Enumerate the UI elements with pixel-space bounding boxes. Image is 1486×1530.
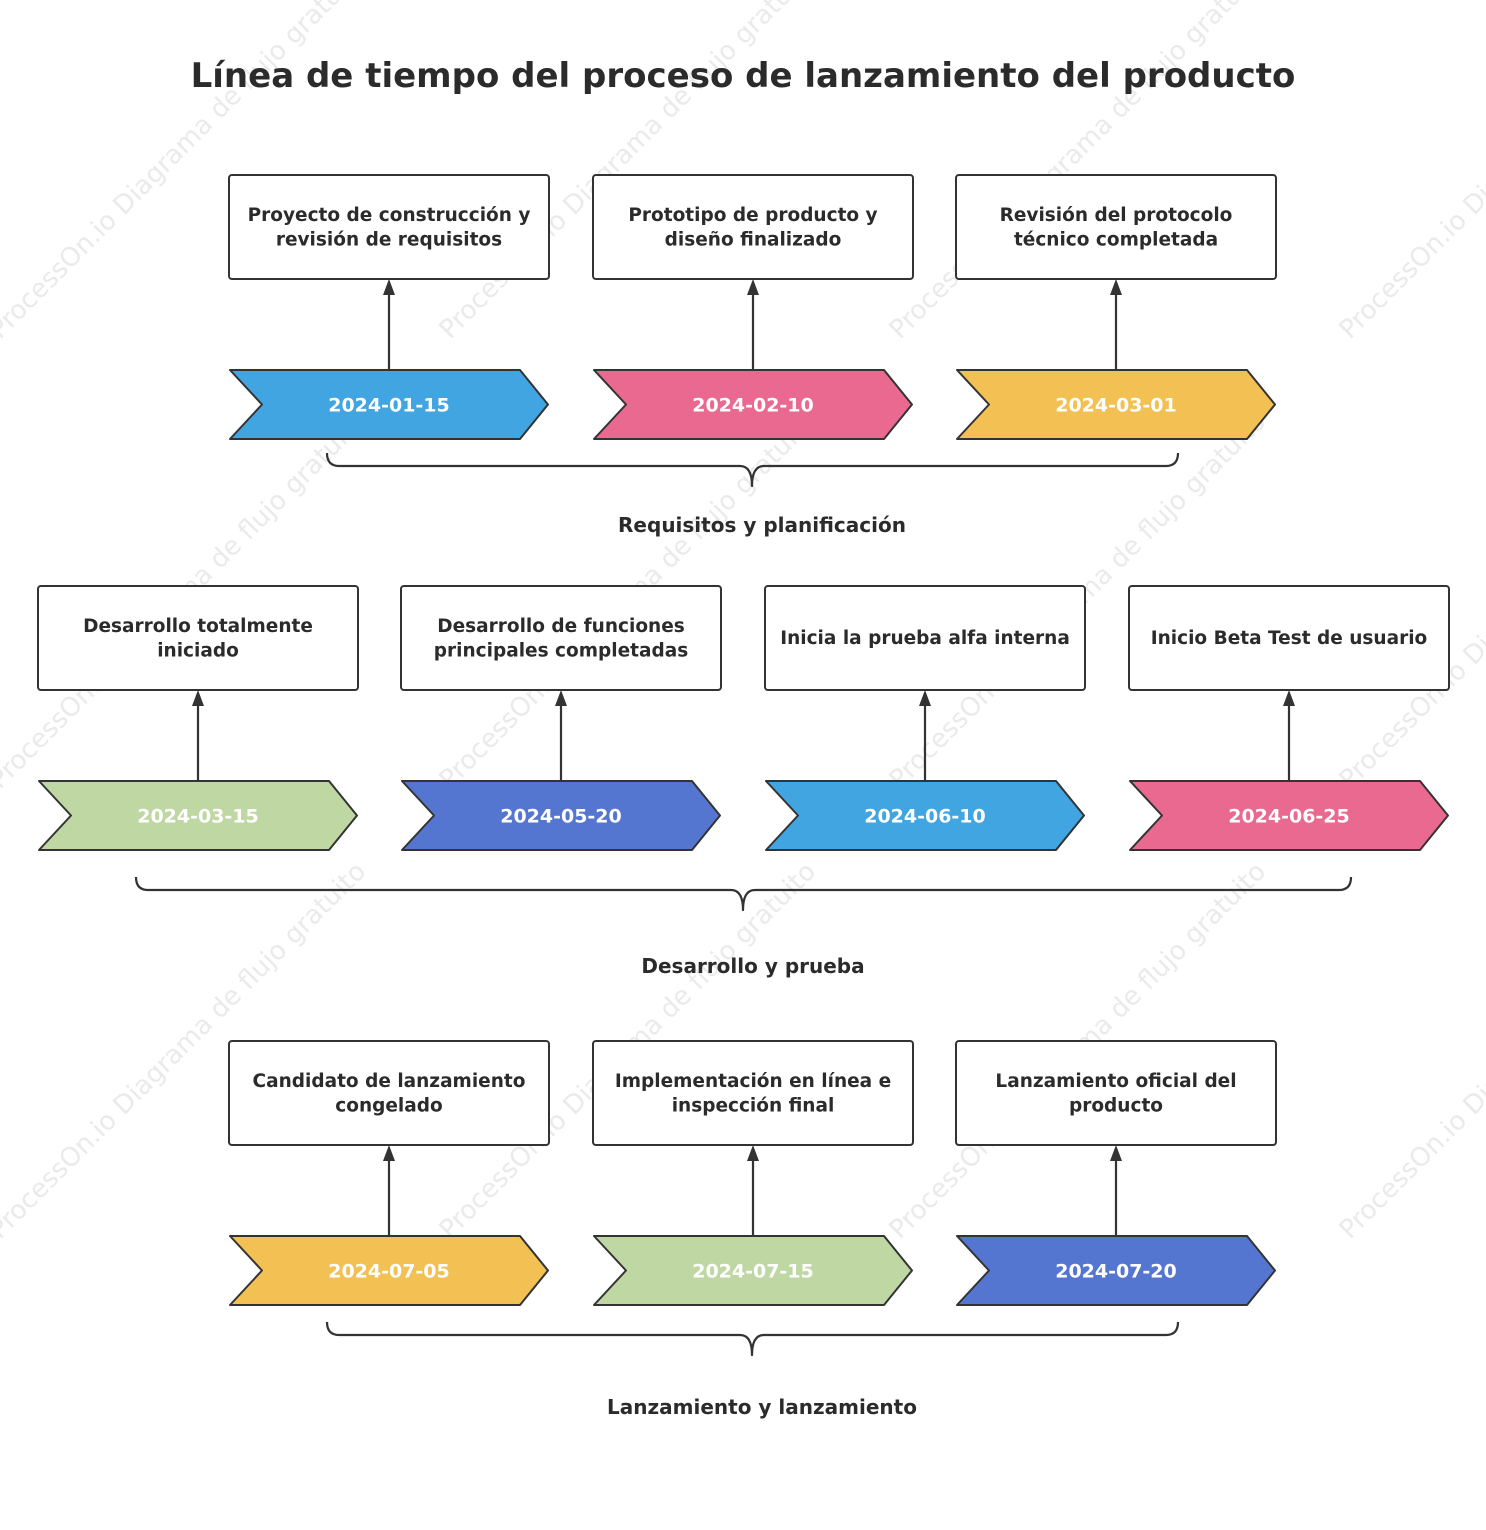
milestone-date: 2024-05-20 bbox=[500, 806, 622, 828]
date-chevron bbox=[38, 780, 358, 851]
phase-label: Lanzamiento y lanzamiento bbox=[607, 1395, 917, 1419]
arrow-up-icon bbox=[1110, 279, 1122, 295]
milestone-box bbox=[228, 174, 550, 280]
watermark-text: ProcessOn.io Diagrama de flujo gratuito bbox=[0, 0, 372, 345]
milestone: Inicia la prueba alfa interna 2024-06-10 bbox=[764, 585, 1086, 851]
milestone-description: principales completadas bbox=[434, 640, 688, 661]
page-title: Línea de tiempo del proceso de lanzamien… bbox=[191, 56, 1296, 96]
phase-label: Desarrollo y prueba bbox=[641, 954, 864, 978]
watermark-text: ProcessOn.io Diagrama de flujo gratuito bbox=[1334, 0, 1486, 345]
milestone-description: Proyecto de construcción y bbox=[248, 205, 531, 226]
date-chevron bbox=[1129, 780, 1449, 851]
arrow-up-icon bbox=[383, 279, 395, 295]
phase-label: Requisitos y planificación bbox=[618, 513, 906, 537]
milestone-box bbox=[37, 585, 359, 691]
milestone-date: 2024-03-15 bbox=[137, 806, 259, 828]
phase-group: Proyecto de construcción y revisión de re… bbox=[228, 174, 1277, 537]
milestone-description: Revisión del protocolo bbox=[1000, 205, 1233, 226]
date-chevron bbox=[956, 369, 1276, 440]
watermark-text: ProcessOn.io Diagrama de flujo gratuito bbox=[434, 0, 822, 345]
milestone-description: Inicio Beta Test de usuario bbox=[1151, 628, 1428, 649]
milestone: Proyecto de construcción y revisión de re… bbox=[228, 174, 550, 440]
arrow-up-icon bbox=[747, 279, 759, 295]
milestone-groups: Proyecto de construcción y revisión de re… bbox=[37, 174, 1450, 1419]
arrow-up-icon bbox=[555, 690, 567, 706]
milestone-description: Prototipo de producto y bbox=[628, 205, 877, 226]
milestone-description: diseño finalizado bbox=[665, 229, 842, 250]
milestone-description: Implementación en línea e bbox=[615, 1071, 891, 1092]
date-chevron bbox=[765, 780, 1085, 851]
watermark-text: ProcessOn.io Diagrama de flujo gratuito bbox=[1334, 857, 1486, 1245]
milestone-date: 2024-06-25 bbox=[1228, 806, 1350, 828]
milestone-date: 2024-03-01 bbox=[1055, 395, 1177, 417]
date-chevron bbox=[593, 369, 913, 440]
milestone-box bbox=[592, 1040, 914, 1146]
date-chevron bbox=[229, 1235, 549, 1306]
milestone: Prototipo de producto y diseño finalizado… bbox=[592, 174, 914, 440]
milestone-description: iniciado bbox=[157, 640, 239, 661]
milestone-date: 2024-07-20 bbox=[1055, 1261, 1177, 1283]
arrow-up-icon bbox=[919, 690, 931, 706]
milestone-description: inspección final bbox=[672, 1095, 835, 1116]
arrow-up-icon bbox=[1110, 1145, 1122, 1161]
milestone-box bbox=[400, 585, 722, 691]
milestone: Desarrollo totalmente iniciado 2024-03-15 bbox=[37, 585, 359, 851]
milestone-description: revisión de requisitos bbox=[276, 229, 502, 250]
milestone-box bbox=[955, 174, 1277, 280]
milestone-description: producto bbox=[1069, 1095, 1163, 1116]
group-brace bbox=[325, 1321, 1180, 1357]
arrow-up-icon bbox=[383, 1145, 395, 1161]
date-chevron bbox=[401, 780, 721, 851]
date-chevron bbox=[593, 1235, 913, 1306]
date-chevron bbox=[956, 1235, 1276, 1306]
milestone-description: Lanzamiento oficial del bbox=[995, 1071, 1236, 1092]
milestone-box bbox=[592, 174, 914, 280]
milestone-description: Desarrollo totalmente bbox=[83, 616, 313, 637]
milestone-date: 2024-07-05 bbox=[328, 1261, 450, 1283]
milestone-box bbox=[228, 1040, 550, 1146]
milestone-date: 2024-06-10 bbox=[864, 806, 986, 828]
watermark-text: ProcessOn.io Diagrama de flujo gratuito bbox=[884, 0, 1272, 345]
phase-group: Desarrollo totalmenteiniciado2024-03-15D… bbox=[37, 585, 1450, 978]
date-chevron bbox=[229, 369, 549, 440]
milestone: Inicio Beta Test de usuario 2024-06-25 bbox=[1128, 585, 1450, 851]
milestone-description: congelado bbox=[335, 1095, 442, 1116]
milestone-description: Inicia la prueba alfa interna bbox=[780, 628, 1070, 649]
milestone: Implementación en línea e inspección fina… bbox=[592, 1040, 914, 1306]
milestone-date: 2024-02-10 bbox=[692, 395, 814, 417]
milestone-date: 2024-01-15 bbox=[328, 395, 450, 417]
milestone: Lanzamiento oficial del producto 2024-07-2… bbox=[955, 1040, 1277, 1306]
milestone: Revisión del protocolo técnico completada… bbox=[955, 174, 1277, 440]
phase-group: Candidato de lanzamiento congelado 2024-07… bbox=[228, 1040, 1277, 1419]
arrow-up-icon bbox=[1283, 690, 1295, 706]
milestone: Candidato de lanzamiento congelado 2024-07… bbox=[228, 1040, 550, 1306]
group-brace bbox=[325, 452, 1180, 488]
milestone-description: Desarrollo de funciones bbox=[437, 616, 685, 637]
group-brace bbox=[134, 876, 1353, 912]
arrow-up-icon bbox=[192, 690, 204, 706]
milestone: Desarrollo de funciones principales compl… bbox=[400, 585, 722, 851]
milestone-box bbox=[955, 1040, 1277, 1146]
arrow-up-icon bbox=[747, 1145, 759, 1161]
milestone-description: Candidato de lanzamiento bbox=[253, 1071, 526, 1092]
milestone-description: técnico completada bbox=[1014, 229, 1218, 250]
milestone-date: 2024-07-15 bbox=[692, 1261, 814, 1283]
